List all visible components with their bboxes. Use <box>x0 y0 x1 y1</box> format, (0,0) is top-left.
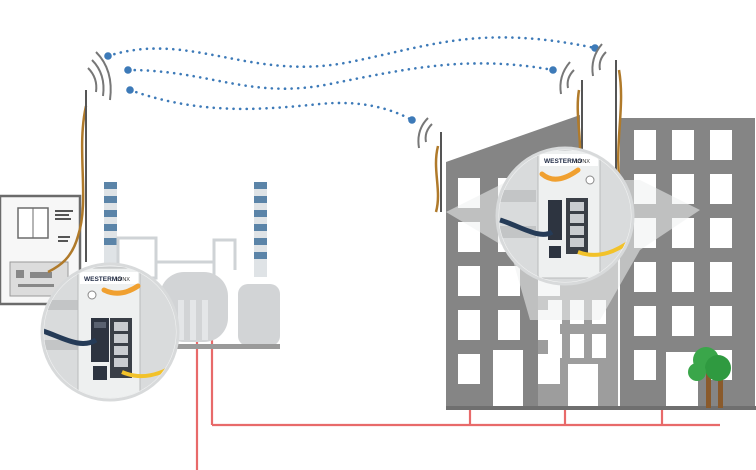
device-magnifier-right: WESTERMO LYNX <box>495 146 635 286</box>
window <box>570 334 584 358</box>
wireless-links <box>106 36 597 122</box>
wireless-link-endpoints <box>104 44 599 124</box>
window <box>592 334 606 358</box>
cable-network <box>195 340 720 470</box>
wifi-arcs-icon <box>417 117 433 149</box>
window <box>634 262 656 292</box>
antenna-cable-building-left <box>434 145 440 213</box>
window <box>538 354 560 384</box>
tank-body <box>238 284 280 346</box>
window <box>672 130 694 160</box>
wifi-arcs-icon <box>87 51 112 101</box>
control-cabinet <box>0 194 82 306</box>
window <box>498 266 520 296</box>
tree-icon <box>688 347 731 408</box>
window <box>634 130 656 160</box>
chimney-left <box>104 182 117 272</box>
window <box>548 334 562 358</box>
window <box>710 174 732 204</box>
network-cable-dark <box>499 217 554 237</box>
window <box>672 262 694 292</box>
antenna-mast-building-left <box>417 117 442 213</box>
window <box>458 222 480 252</box>
window <box>710 218 732 248</box>
window <box>458 310 480 340</box>
industrial-router-device: WESTERMO LYNX <box>537 150 601 279</box>
antenna-mast-left <box>47 51 112 274</box>
device-brand-label: WESTERMO <box>544 158 582 165</box>
wifi-arcs-icon <box>591 43 607 77</box>
window <box>634 306 656 336</box>
device-model-label: LYNX <box>116 277 130 283</box>
window <box>710 262 732 292</box>
device-brand-label: WESTERMO <box>84 276 122 283</box>
industrial-router-device: WESTERMO LYNX <box>77 267 141 398</box>
wireless-link-2 <box>126 62 555 90</box>
window <box>498 310 520 340</box>
wireless-link-3 <box>128 88 414 122</box>
window <box>672 218 694 248</box>
device-magnifier-left: WESTERMO LYNX <box>40 262 180 402</box>
chimney-right <box>254 182 267 277</box>
plant-base <box>150 344 280 349</box>
antenna-cable-left <box>47 105 88 274</box>
window <box>458 354 480 384</box>
wireless-link-1 <box>106 36 597 68</box>
window <box>710 130 732 160</box>
device-model-label: LYNX <box>576 159 590 165</box>
street-base <box>446 406 756 410</box>
network-cable-dark <box>44 327 98 346</box>
door-left <box>493 350 523 410</box>
window <box>672 306 694 336</box>
window <box>458 266 480 296</box>
window <box>710 306 732 336</box>
window <box>634 350 656 380</box>
door-right <box>666 352 698 410</box>
door-middle <box>568 364 598 410</box>
industrial-plant <box>104 182 280 349</box>
wifi-arcs-icon <box>559 61 575 95</box>
window <box>672 174 694 204</box>
